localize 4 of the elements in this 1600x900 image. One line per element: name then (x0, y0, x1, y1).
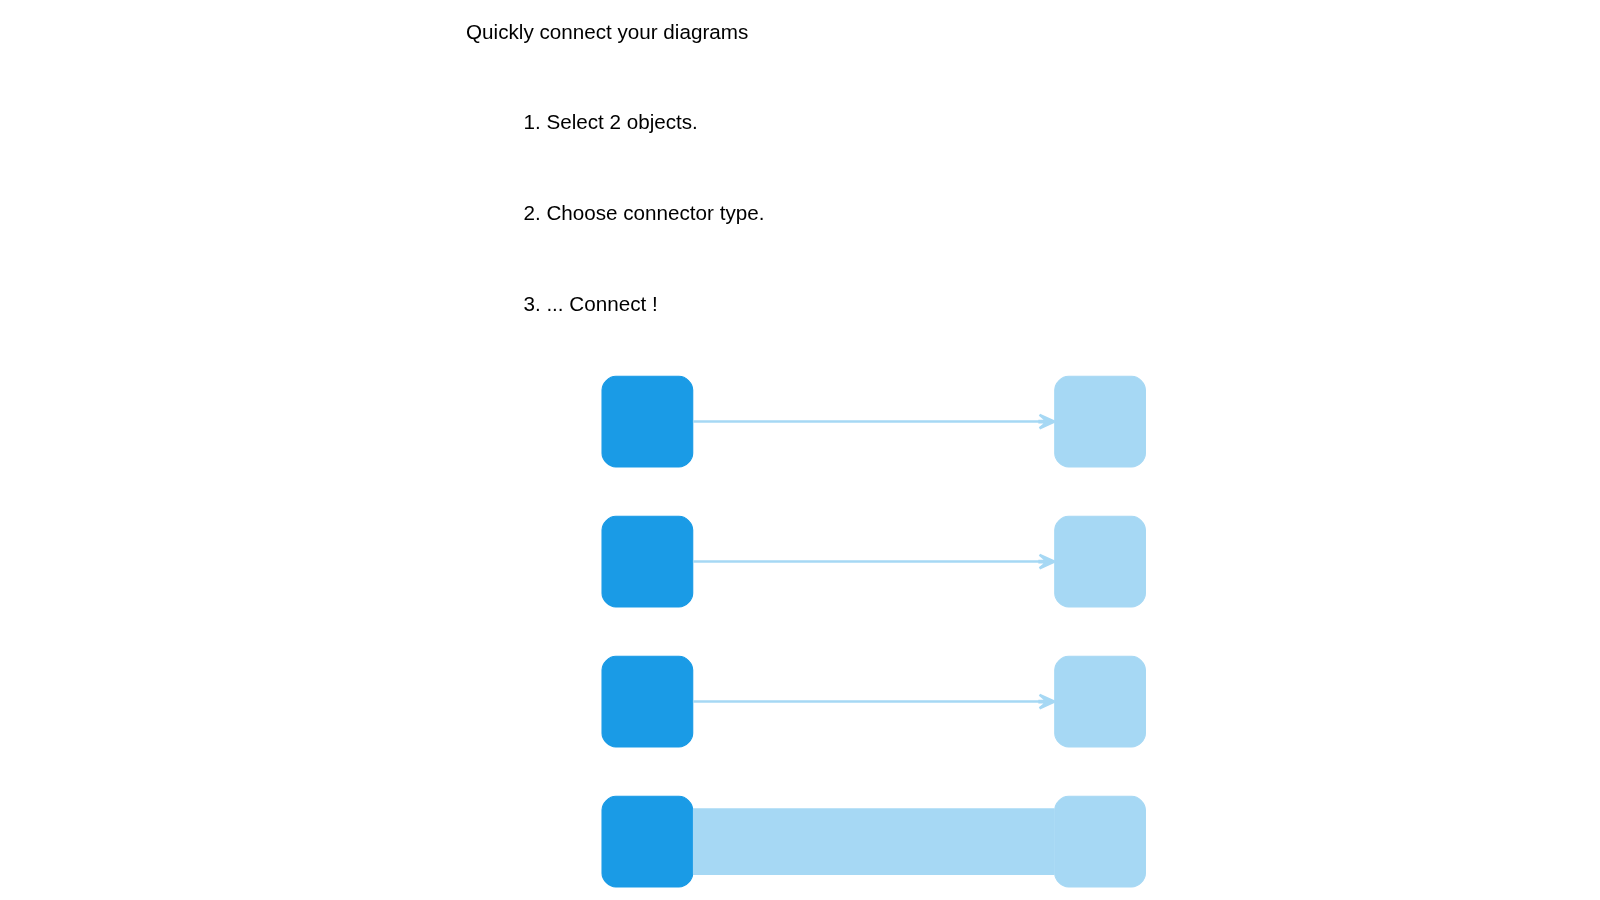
label: 3. ... Connect ! (523, 291, 658, 315)
label: 1. Select 2 objects. (523, 110, 698, 134)
label: Quickly connect your diagrams (466, 19, 749, 43)
label: 2. Choose connector type. (523, 201, 765, 225)
